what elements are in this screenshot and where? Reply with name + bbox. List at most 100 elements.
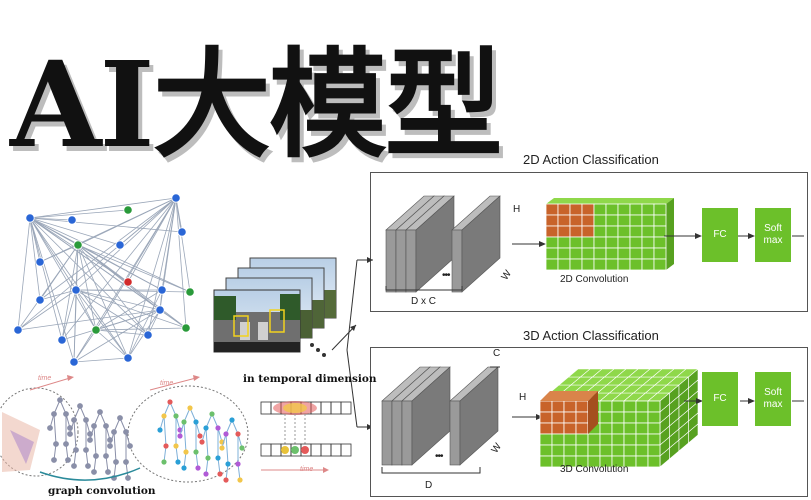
feature-slab-front [451,229,463,293]
feature-slab-front [405,229,417,293]
graph-node [91,325,101,335]
kernel-cell-3d [575,411,589,424]
skeleton-joint-colored [235,431,241,437]
grid-cell [593,236,607,249]
conv-grid-3d [539,368,699,468]
feature-slab-front [385,229,397,293]
skeleton-joint [51,411,57,417]
cube-front-cell [611,444,625,457]
skeleton-joint [83,417,89,423]
graph-node [115,240,125,250]
fc-box-3d: FC [702,372,738,426]
cube-front-cell [647,411,661,424]
kernel-cell-3d [551,400,565,413]
slab-group-3d [381,366,499,466]
kernel-cell-3d [539,422,553,435]
grid-cell [641,225,655,238]
cube-front-cell [623,411,637,424]
graph-node [35,295,45,305]
skeleton-joint-colored [173,413,179,419]
graph-node [185,287,195,297]
cube-front-cell [599,422,613,435]
grid-side-face [666,198,674,270]
grid-cell [557,236,571,249]
graph-time-label-left: time [38,375,52,382]
grid-cell [617,258,631,271]
grid-cell [617,214,631,227]
grid-cell [605,203,619,216]
timestep-cell [320,401,332,415]
cube-side-cell [688,423,699,444]
cube-front-cell [551,444,565,457]
kernel-cell [569,203,583,216]
skeleton-joint-colored [193,449,199,455]
feature-slab-front [381,400,393,466]
kernel-cell [545,203,559,216]
cube-front-cell [551,433,565,446]
graph-node [73,240,83,250]
skeleton-joint [83,447,89,453]
kernel-cell [569,214,583,227]
kernel-cell-3d [551,411,565,424]
grid-cell [653,258,667,271]
grid-cell [557,247,571,260]
kernel-cell [581,203,595,216]
graph-node [123,277,133,287]
skeleton-joint-colored [161,459,167,465]
kernel-cell-3d [563,400,577,413]
skeleton-joint [67,431,73,437]
grid-cell [617,225,631,238]
graph-node [71,285,81,295]
skeleton-joint-colored [167,399,173,405]
cube-front-cell [599,411,613,424]
skeleton-joint-colored [223,477,229,483]
cube-front-cell [623,433,637,446]
kernel-cell-3d [563,422,577,435]
skeleton-joint [103,453,109,459]
skeleton-joint [51,457,57,463]
skeleton-joint [91,469,97,475]
skeleton-joint [91,423,97,429]
graph-node [35,257,45,267]
grid-cell [617,236,631,249]
kernel-cell [545,225,559,238]
graph-node [123,353,133,363]
cube-front-cell [647,433,661,446]
cube-front-cell [647,455,661,468]
grid-cell [629,203,643,216]
grid-cell [593,247,607,260]
skeleton-joint [85,463,91,469]
conv-label-2d: 2D Convolution [560,274,629,285]
grid-cell [545,247,559,260]
cube-front-cell [635,433,649,446]
skeleton-joint-colored [163,443,169,449]
cube-front-cell [575,444,589,457]
feature-slab-side [461,195,501,293]
skeleton-joint-colored [203,425,209,431]
skeleton-joint-colored [183,449,189,455]
cube-front-cell [539,444,553,457]
skeleton-joint [57,397,63,403]
grid-cell [605,236,619,249]
page-title: AI大模型 [10,35,503,174]
graph-node [25,213,35,223]
skeleton-joint-colored [181,419,187,425]
grid-cell [629,258,643,271]
softmax-box-2d: Soft max [755,208,791,262]
kernel-cell-3d [539,411,553,424]
skeleton-joint-colored [239,445,245,451]
cube-front-cell [647,444,661,457]
grid-cell [653,203,667,216]
cube-front-cell [575,433,589,446]
skeleton-joint [123,429,129,435]
skeleton-joint-colored [187,405,193,411]
grid-cell [641,214,655,227]
skeleton-joint [65,457,71,463]
skeleton-joint [105,469,111,475]
graph-node [171,193,181,203]
cube-front-cell [563,444,577,457]
skeleton-joint [103,423,109,429]
kernel-cell-3d [575,400,589,413]
grid-cell [569,247,583,260]
cube-front-cell [635,400,649,413]
